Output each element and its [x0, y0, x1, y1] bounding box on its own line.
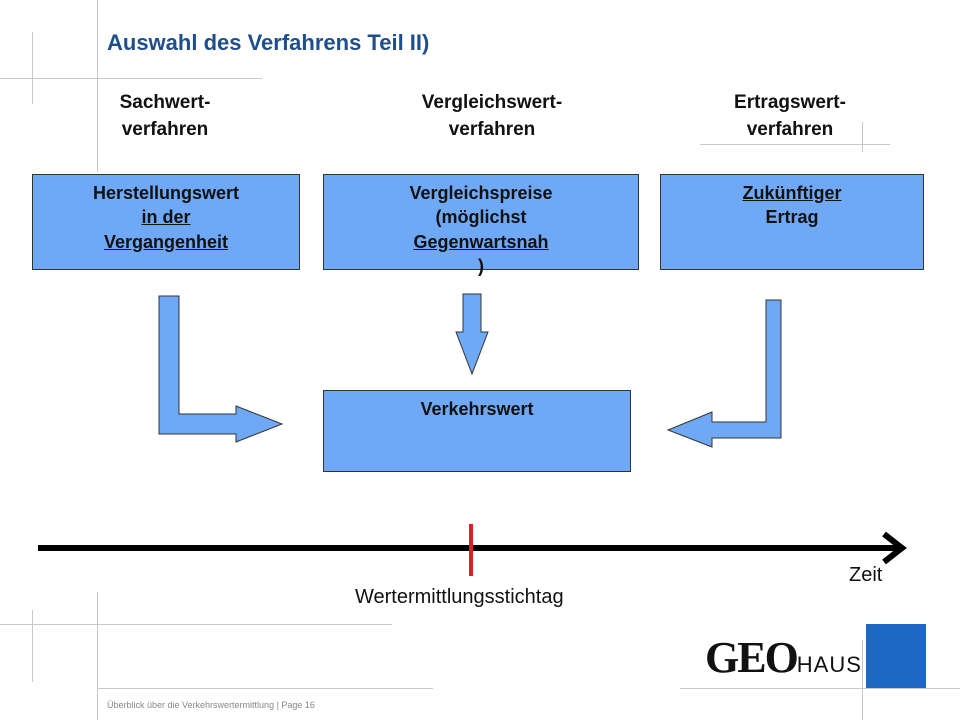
arrow-ertrag-to-verkehrswert — [666, 299, 782, 448]
method-heading-sachwert-line1: Sachwert- — [119, 92, 211, 113]
geohaus-logo-part1: GEO — [705, 633, 799, 682]
box-zukuenftiger-ertrag-line2: Ertrag — [765, 207, 819, 228]
box-vergleichspreise: Vergleichspreise (möglichst Gegenwartsna… — [323, 174, 639, 276]
guide-line-horizontal-bottom-left — [0, 624, 392, 625]
guide-line-horizontal-top — [0, 78, 262, 79]
time-axis-label: Zeit — [849, 564, 883, 586]
geohaus-logo: GEOHAUS — [705, 632, 862, 682]
method-heading-vergleichswert-line1: Vergleichswert- — [421, 92, 563, 113]
guide-line-vertical-left-top — [32, 32, 33, 104]
guide-line-horizontal-logo — [680, 688, 960, 689]
guide-line-vertical-inner-bottom — [97, 592, 98, 720]
box-herstellungswert-line3: Vergangenheit — [103, 231, 229, 252]
method-heading-sachwert: Sachwert- verfahren — [45, 90, 285, 143]
guide-line-vertical-left-bottom — [32, 610, 33, 682]
arrow-vergleich-to-verkehrswert — [455, 293, 489, 376]
guide-line-horizontal-bottom-footer — [97, 688, 433, 689]
box-herstellungswert-line1: Herstellungswert — [92, 183, 240, 203]
arrow-sachwert-to-verkehrswert — [158, 295, 284, 443]
time-axis-arrowhead — [882, 531, 907, 565]
box-vergleichspreise-line3-paren: ) — [478, 255, 484, 276]
box-herstellungswert: Herstellungswert in der Vergangenheit — [32, 174, 300, 270]
method-heading-ertragswert-line2: verfahren — [746, 118, 834, 140]
box-verkehrswert-label: Verkehrswert — [420, 399, 534, 419]
page-title: Auswahl des Verfahrens Teil II) — [107, 30, 430, 55]
method-heading-sachwert-line2: verfahren — [121, 118, 209, 140]
guide-line-vertical-inner-top — [97, 0, 98, 172]
box-vergleichspreise-line3: Gegenwartsnah) — [324, 230, 638, 279]
guide-line-vertical-right — [862, 122, 863, 152]
geohaus-logo-part2: HAUS — [796, 652, 862, 677]
method-heading-ertragswert-line1: Ertragswert- — [734, 92, 846, 113]
box-vergleichspreise-line3-underlined: Gegenwartsnah — [413, 231, 549, 252]
valuation-date-label: Wertermittlungsstichtag — [355, 586, 564, 608]
box-verkehrswert: Verkehrswert — [323, 390, 631, 472]
method-heading-ertragswert: Ertragswert- verfahren — [670, 90, 910, 143]
box-zukuenftiger-ertrag-line1: Zukünftiger — [742, 183, 842, 203]
footer-page-info: Überblick über die Verkehrswertermittlun… — [107, 700, 315, 710]
box-vergleichspreise-line2: (möglichst — [435, 207, 527, 228]
guide-line-horizontal-right — [700, 144, 890, 145]
method-heading-vergleichswert: Vergleichswert- verfahren — [372, 90, 612, 143]
guide-line-vertical-logo — [862, 640, 863, 720]
method-heading-vergleichswert-line2: verfahren — [448, 118, 536, 140]
box-zukuenftiger-ertrag: Zukünftiger Ertrag — [660, 174, 924, 270]
box-vergleichspreise-line1: Vergleichspreise — [409, 183, 553, 203]
logo-square — [866, 624, 926, 688]
box-herstellungswert-line2: in der — [141, 207, 191, 228]
